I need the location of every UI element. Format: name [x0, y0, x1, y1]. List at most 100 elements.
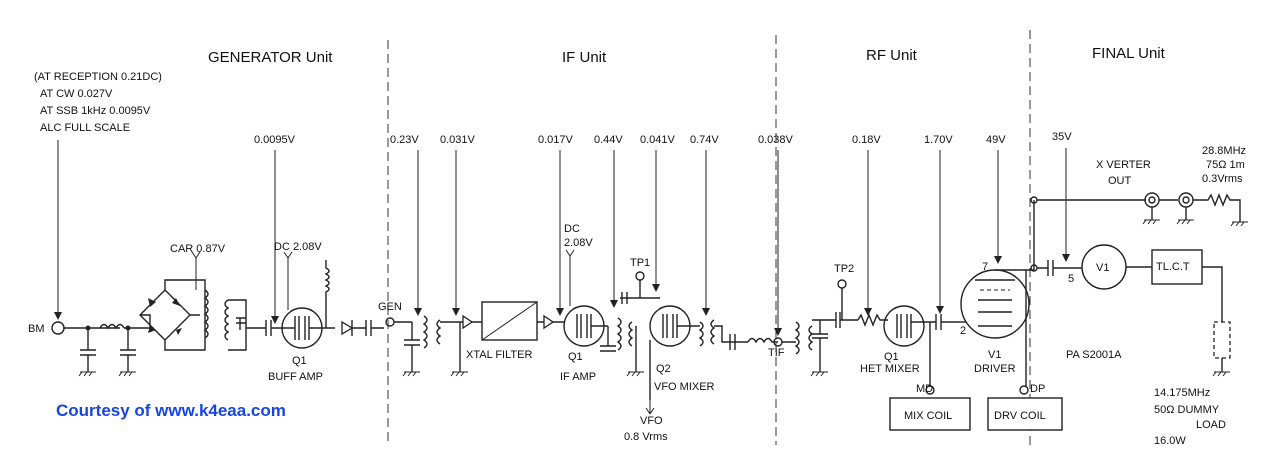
unit-title-rf: RF Unit — [866, 47, 918, 64]
load-power: 16.0W — [1154, 435, 1186, 447]
ground-symbol — [78, 371, 96, 377]
tp2-label: TP2 — [834, 263, 854, 275]
condition-ssb: AT SSB 1kHz 0.0095V — [40, 105, 151, 117]
probe-1.70v: 1.70V — [924, 134, 953, 146]
probe-0.44v: 0.44V — [594, 134, 623, 146]
probe-0.74v: 0.74V — [690, 134, 719, 146]
xtal-filter-label: XTAL FILTER — [466, 349, 532, 361]
ground-symbol — [626, 371, 644, 377]
dp-label: DP — [1030, 383, 1045, 395]
tlct-box — [1151, 249, 1203, 285]
pin7-label: 7 — [982, 261, 988, 273]
if-diode-1 — [462, 314, 474, 330]
if-input-coil — [422, 315, 428, 349]
ground-symbol — [1212, 371, 1230, 377]
if-amp-label: IF AMP — [560, 371, 596, 383]
drv-coil-box — [987, 397, 1063, 431]
car-probe — [191, 251, 201, 290]
rf-resistor — [857, 313, 888, 327]
ground-symbol — [1142, 219, 1160, 225]
driver-label: DRIVER — [974, 363, 1016, 375]
unit-title-if: IF Unit — [562, 49, 607, 66]
xverter-label-2: OUT — [1108, 175, 1132, 187]
ground-symbol — [810, 371, 828, 377]
bm-terminal — [51, 321, 65, 335]
ground-symbol — [450, 371, 468, 377]
condition-alc: ALC FULL SCALE — [40, 122, 130, 134]
if-dc-value: 2.08V — [564, 237, 593, 249]
probe-0.23v: 0.23V — [390, 134, 419, 146]
if-diode-2 — [543, 314, 555, 330]
buff-amp-label: BUFF AMP — [268, 371, 323, 383]
q1-if-label: Q1 — [568, 351, 583, 363]
probe-49v: 49V — [986, 134, 1006, 146]
mix-coil-box — [889, 397, 971, 431]
load-impedance: 50Ω DUMMY — [1154, 404, 1220, 416]
drv-coil-label: DRV COIL — [994, 410, 1046, 422]
tp1-terminal — [635, 271, 645, 281]
tp1-label: TP1 — [630, 257, 650, 269]
load-freq: 14.175MHz — [1154, 387, 1210, 399]
dummy-load-resistor — [1213, 321, 1231, 359]
vfo-value: 0.8 Vrms — [624, 431, 668, 443]
bm-label: BM — [28, 323, 45, 335]
q2-label: Q2 — [656, 363, 671, 375]
probe-0.038v: 0.038V — [758, 134, 794, 146]
q1-het-mixer-transistor — [883, 305, 925, 347]
probe-0.017v: 0.017V — [538, 134, 574, 146]
tif-label: TIF — [768, 347, 785, 359]
xverter-out-jack — [1144, 192, 1160, 208]
unit-title-final: FINAL Unit — [1092, 45, 1166, 62]
v1-driver-label: V1 — [988, 349, 1001, 361]
ground-symbol — [402, 371, 420, 377]
tlct-label: TL.C.T — [1156, 261, 1190, 273]
het-mixer-label: HET MIXER — [860, 363, 920, 375]
pin2-label: 2 — [960, 325, 966, 337]
mix-coil-label: MIX COIL — [904, 410, 952, 422]
gen-coupling-cap — [246, 320, 285, 336]
dp-terminal — [1019, 385, 1029, 395]
gen-transformer-secondary — [224, 299, 230, 341]
ground-symbol — [118, 371, 136, 377]
probe-0.031v: 0.031V — [440, 134, 476, 146]
if-output-inductor — [747, 337, 778, 344]
courtesy-text: Courtesy of www.k4eaa.com — [56, 401, 286, 420]
ground-symbol — [1230, 221, 1248, 227]
xverter-level: 0.3Vrms — [1202, 173, 1243, 185]
unit-title-generator: GENERATOR Unit — [208, 49, 333, 66]
gen-output-choke — [324, 260, 330, 328]
probe-0.041v: 0.041V — [640, 134, 676, 146]
tp2-terminal — [837, 279, 847, 289]
gen-shunt-cap-1 — [80, 328, 96, 372]
probe-0.18v: 0.18V — [852, 134, 881, 146]
if-dc-label: DC — [564, 223, 580, 235]
pin5-label: 5 — [1068, 273, 1074, 285]
load-label: LOAD — [1196, 419, 1226, 431]
q1-rf-label: Q1 — [884, 351, 899, 363]
md-terminal — [925, 385, 935, 395]
gen-inductor — [99, 323, 125, 330]
car-label: CAR 0.87V — [170, 243, 226, 255]
xverter-load-resistor — [1193, 193, 1241, 222]
pa-label: PA S2001A — [1066, 349, 1122, 361]
bm-probe-arrow — [54, 312, 62, 320]
probe-35v: 35V — [1052, 131, 1072, 143]
xverter-impedance: 75Ω 1m — [1206, 159, 1245, 171]
ground-symbol — [1176, 219, 1194, 225]
gen-diode — [341, 320, 354, 336]
gen-terminal — [385, 317, 395, 327]
v1-final-label: V1 — [1096, 262, 1109, 274]
dc-2.08v-label: DC 2.08V — [274, 241, 322, 253]
md-label: MD — [916, 383, 933, 395]
xverter-freq: 28.8MHz — [1202, 145, 1246, 157]
xverter-load-jack — [1178, 192, 1194, 208]
vfo-mixer-label: VFO MIXER — [654, 381, 715, 393]
condition-reception: (AT RECEPTION 0.21DC) — [34, 71, 162, 83]
gen-shunt-cap-2 — [120, 328, 136, 372]
condition-cw: AT CW 0.027V — [40, 88, 113, 100]
gen-label: GEN — [378, 301, 402, 313]
probe-0.0095v: 0.0095V — [254, 134, 296, 146]
q1-buff-label: Q1 — [292, 355, 307, 367]
xverter-label-1: X VERTER — [1096, 159, 1151, 171]
